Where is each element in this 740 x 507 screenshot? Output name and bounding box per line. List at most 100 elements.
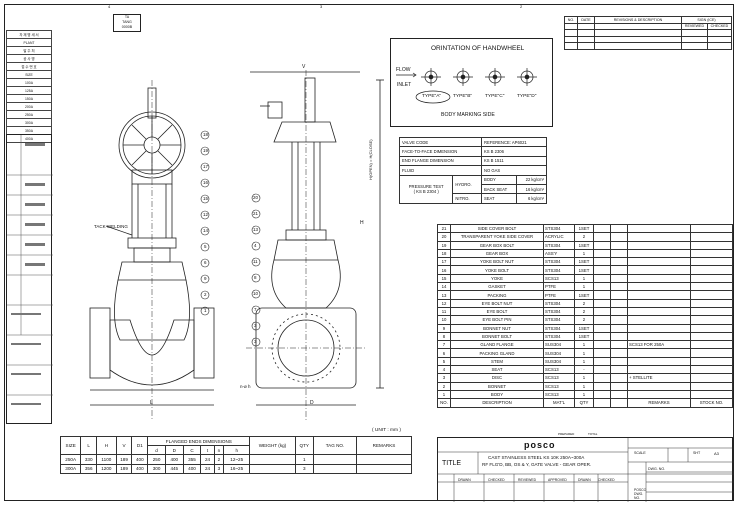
dims-cell: 189 <box>115 463 133 474</box>
dims-cell: 400 <box>131 463 149 474</box>
spec-value: KS B 2306 <box>480 146 548 157</box>
dims-subheader: n <box>213 445 225 456</box>
dims-cell: 16~25 <box>223 463 251 474</box>
posco-dwg-label: POSCO DWG. NO. <box>634 488 647 500</box>
balloon-label: 2 <box>204 292 207 297</box>
top-tab: TA TANG 0000B <box>113 14 141 32</box>
spec-value: KS B 1511 <box>480 155 548 167</box>
balloon-label: 3 <box>254 323 257 328</box>
part-qty: 1SET <box>574 265 594 275</box>
part-qty: 1 <box>574 248 594 259</box>
part-qty: 1 <box>574 373 594 383</box>
part-number: 13 <box>437 290 451 300</box>
part-qty: 1 <box>574 273 594 284</box>
dims-cell: 1100 <box>96 454 117 465</box>
part-number: 17 <box>437 257 451 267</box>
part-empty <box>610 273 628 284</box>
part-material: ACRYLIC <box>543 232 575 242</box>
dim-n-label: n-ø h <box>240 384 251 389</box>
parts-header: DESCRIPTION <box>450 398 544 408</box>
parts-header <box>593 398 611 408</box>
part-material: SCS13 <box>543 381 575 391</box>
title-block-grid <box>438 438 734 502</box>
part-qty: 2 <box>574 315 594 325</box>
balloon-label: 10 <box>253 291 259 296</box>
dims-cell: 12~25 <box>223 454 251 465</box>
top-tab-line2: TANG <box>122 20 132 24</box>
balloon-label: 4 <box>254 243 257 248</box>
type-a-label: TYPE"A" <box>422 94 442 99</box>
dims-header: REMARKS <box>356 435 412 456</box>
part-qty: 1 <box>574 381 594 391</box>
part-material: STS304 <box>543 257 575 267</box>
unit-note: ( UNIT : mm ) <box>372 428 401 433</box>
spec-label: END FLANGE DIMENSION <box>399 155 482 167</box>
part-stock-no <box>690 340 733 350</box>
part-number: 9 <box>437 323 451 333</box>
balloon-label: 20 <box>253 195 259 200</box>
part-stock-no <box>690 331 733 342</box>
test-value: 6 kg/cm² <box>516 193 547 204</box>
part-remarks <box>627 323 691 333</box>
part-number: 20 <box>437 232 451 242</box>
part-qty: 1SET <box>574 323 594 333</box>
part-description: BONNET <box>450 381 544 391</box>
part-stock-no <box>690 273 733 284</box>
part-number: 5 <box>437 356 451 367</box>
balloon-label: 5 <box>204 244 207 249</box>
part-material: STS304 <box>543 223 575 234</box>
part-remarks <box>627 223 691 234</box>
part-description: EYE BOLT NUT <box>450 298 544 308</box>
part-stock-no <box>690 348 733 358</box>
dims-cell: 400 <box>164 454 184 465</box>
left-row: 300A <box>6 118 52 127</box>
balloon-label: 13 <box>253 227 259 232</box>
part-number: 14 <box>437 282 451 292</box>
part-stock-no <box>690 257 733 267</box>
scale-label: SCALE <box>634 451 646 455</box>
dims-header: FLANGED ENDS DIMENSIONS <box>147 435 251 447</box>
part-description: PACKING <box>450 290 544 300</box>
part-number: 12 <box>437 298 451 308</box>
dims-cell: 355 <box>182 454 202 465</box>
part-number: 6 <box>437 348 451 358</box>
parts-header: STOCK NO. <box>690 398 733 408</box>
part-description: SIDE COVER BOLT <box>450 223 544 234</box>
dims-subheader: C <box>182 445 202 456</box>
part-qty: 2 <box>574 232 594 242</box>
dims-cell <box>313 454 357 465</box>
part-stock-no <box>690 389 733 400</box>
part-empty <box>610 323 628 333</box>
test-part: SEAT <box>480 193 518 204</box>
part-empty <box>593 315 611 325</box>
part-number: 18 <box>437 248 451 259</box>
dims-cell: 24 <box>200 454 215 465</box>
rev-col-desc: REVISIONS & DESCRIPTION <box>594 16 682 24</box>
part-number: 15 <box>437 273 451 284</box>
part-material: STS304 <box>543 240 575 250</box>
part-stock-no <box>690 373 733 383</box>
part-empty <box>610 257 628 267</box>
part-remarks <box>627 282 691 292</box>
part-description: YOKE <box>450 273 544 284</box>
role-checked: CHECKED <box>488 478 505 482</box>
inlet-label: INLET <box>397 82 412 88</box>
part-empty <box>610 356 628 367</box>
left-row: SIZE <box>6 70 52 79</box>
dims-header: H <box>96 435 117 456</box>
part-number: 16 <box>437 265 451 275</box>
hydro-label: HYDRO. <box>452 174 482 195</box>
dims-cell: 1 <box>294 454 315 465</box>
rev-col-sign: SIGN (ICE) <box>681 16 732 24</box>
type-b-label: TYPE"B" <box>453 94 473 99</box>
part-description: EYE BOLT <box>450 306 544 317</box>
part-empty <box>610 348 628 358</box>
pressure-test-label: PRESSURE TEST <box>408 184 444 190</box>
pressure-test-cell: PRESSURE TEST ( KS B 2304 ) <box>398 174 454 204</box>
left-row: 발 주 처 <box>6 46 52 55</box>
dims-subheader: h <box>223 445 251 456</box>
